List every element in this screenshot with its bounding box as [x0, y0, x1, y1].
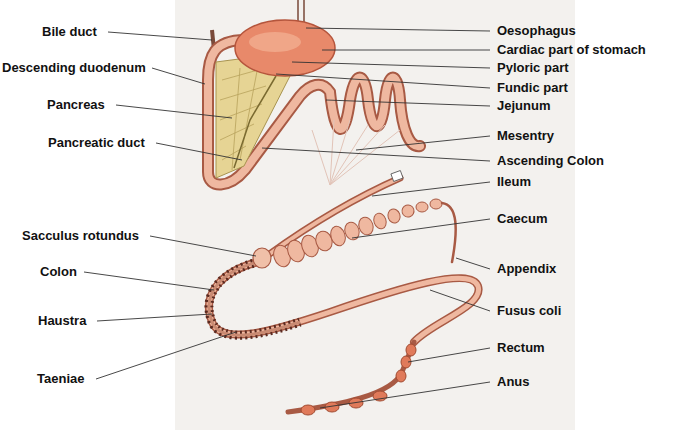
part-label: Cardiac part of stomach [497, 42, 646, 58]
part-label: Ileum [497, 174, 531, 190]
leader-line [352, 219, 490, 238]
leader-line [456, 258, 490, 269]
leader-line [97, 314, 212, 321]
leader-line [320, 382, 490, 408]
pancreas-texture [220, 66, 266, 170]
ileum-break [391, 171, 403, 182]
ileum [268, 178, 400, 255]
caecum-segment [430, 199, 442, 209]
part-label: Descending duodenum [2, 60, 146, 76]
faecal-pellet [396, 370, 406, 382]
leader-line [408, 348, 490, 362]
leader-line [322, 50, 490, 51]
leader-line [372, 182, 490, 196]
part-label: Pancreatic duct [48, 135, 145, 151]
part-label: Ascending Colon [497, 153, 604, 169]
leader-line [306, 28, 490, 31]
leader-line [156, 143, 242, 160]
oesophagus-tube [298, 0, 304, 22]
sacculus-rotundus [253, 248, 271, 268]
part-label: Colon [40, 264, 77, 280]
taeniae-band [209, 262, 300, 335]
caecum-segment [400, 203, 415, 218]
rectum-tube [288, 342, 414, 412]
part-label: Caecum [497, 211, 548, 227]
pancreatic-duct [234, 76, 276, 168]
leader-line [116, 105, 232, 118]
caecum-segment [372, 212, 388, 231]
part-label: Fusus coli [497, 303, 561, 319]
leader-line [96, 332, 236, 379]
part-label: Rectum [497, 340, 545, 356]
leader-line [262, 148, 490, 161]
haustra-band [209, 262, 300, 335]
part-label: Jejunum [497, 98, 550, 114]
part-label: Oesophagus [497, 23, 576, 39]
part-label: Taeniae [37, 371, 84, 387]
leader-line [276, 74, 490, 88]
part-label: Haustra [38, 313, 86, 329]
ileum-outline [268, 178, 400, 255]
leader-lines [84, 28, 490, 408]
faecal-pellet [406, 344, 416, 356]
part-label: Mesentry [497, 128, 554, 144]
part-label: Sacculus rotundus [22, 228, 139, 244]
caecum-segment [357, 215, 376, 236]
colon [209, 262, 479, 342]
caecum-segment [386, 207, 402, 224]
faecal-pellet [301, 405, 315, 415]
part-label: Pancreas [47, 97, 105, 113]
leader-line [430, 290, 490, 311]
rectum-pellets [301, 344, 416, 415]
leader-line [150, 236, 256, 256]
part-label: Anus [497, 374, 530, 390]
paper-ground [175, 0, 575, 430]
colon-outline [209, 262, 479, 342]
leader-line [326, 100, 490, 106]
part-label: Appendix [497, 261, 556, 277]
mesentery-fan [312, 120, 400, 185]
part-label: Pyloric part [497, 60, 569, 76]
caecum-segment [416, 202, 428, 212]
leader-line [356, 136, 490, 150]
leader-line [292, 62, 490, 68]
caecum [271, 199, 442, 269]
stomach-highlight [249, 32, 301, 52]
leader-line [108, 32, 212, 40]
leader-line [84, 272, 214, 290]
part-label: Fundic part [497, 80, 568, 96]
part-label: Bile duct [42, 24, 97, 40]
leader-line [152, 68, 205, 84]
appendix [442, 203, 456, 262]
